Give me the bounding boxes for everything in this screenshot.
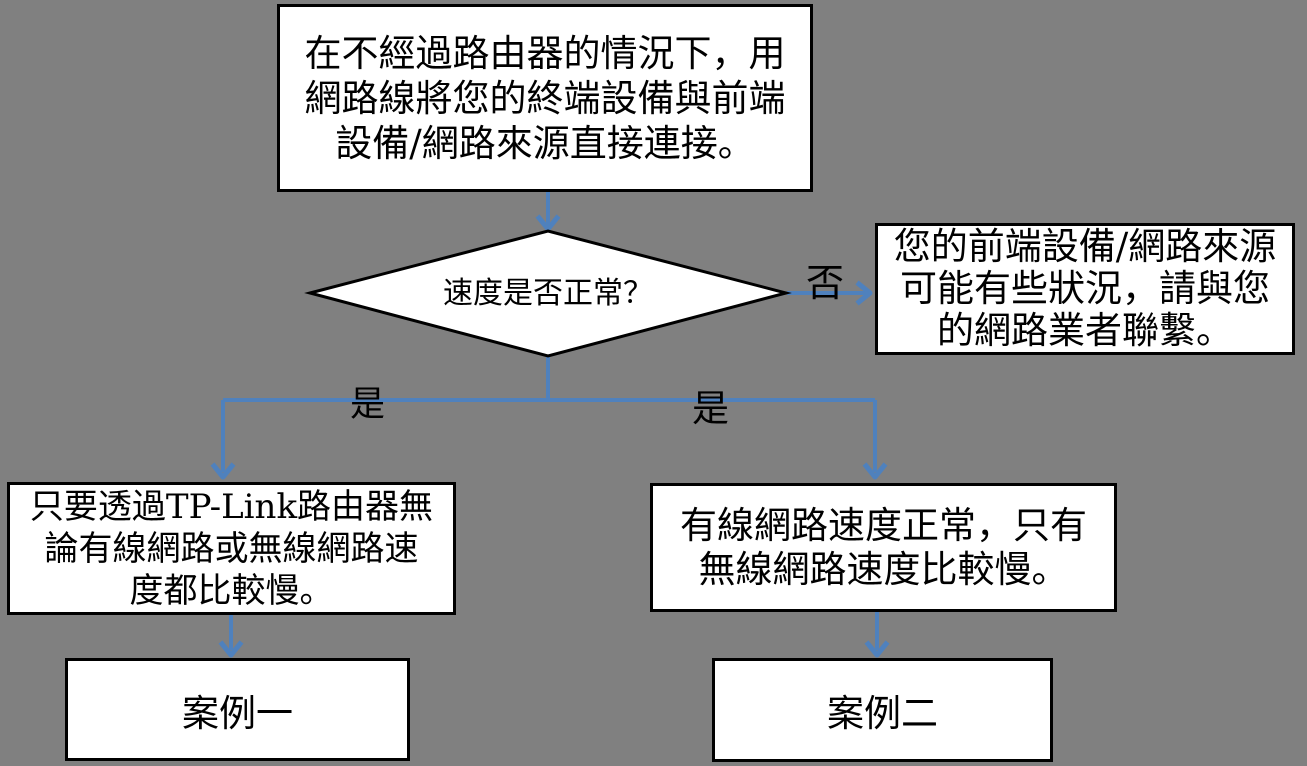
connector-lines (221, 192, 879, 650)
arrowhead-down-yes-left-icon (210, 462, 236, 480)
edge-label-no: 否 (806, 261, 845, 305)
edge-label-yes-left: 是 (350, 385, 386, 425)
arrowhead-down-into-decision-icon (535, 214, 561, 232)
edge-label-yes-right: 是 (692, 387, 729, 430)
node-start: 在不經過路由器的情況下，用網路線將您的終端設備與前端設備/網路來源直接連接。 (277, 4, 813, 192)
arrowhead-down-into-case-two-icon (864, 640, 890, 658)
arrowhead-down-into-case-one-icon (218, 640, 244, 658)
node-all-connections-slow: 只要透過TP-Link路由器無論有線網路或無線網路速度都比較慢。 (7, 482, 456, 615)
decision-label: 速度是否正常？ (443, 276, 653, 311)
node-contact-isp: 您的前端設備/網路來源可能有些狀況，請與您的網路業者聯繫。 (875, 223, 1295, 355)
node-case-one: 案例一 (65, 658, 410, 761)
arrowhead-right-into-no-box-icon (855, 280, 873, 306)
decision-diamond (304, 229, 792, 358)
arrowhead-down-yes-right-icon (862, 462, 888, 480)
node-wireless-only-slow: 有線網路速度正常，只有無線網路速度比較慢。 (650, 483, 1117, 612)
node-case-two: 案例二 (712, 658, 1053, 762)
